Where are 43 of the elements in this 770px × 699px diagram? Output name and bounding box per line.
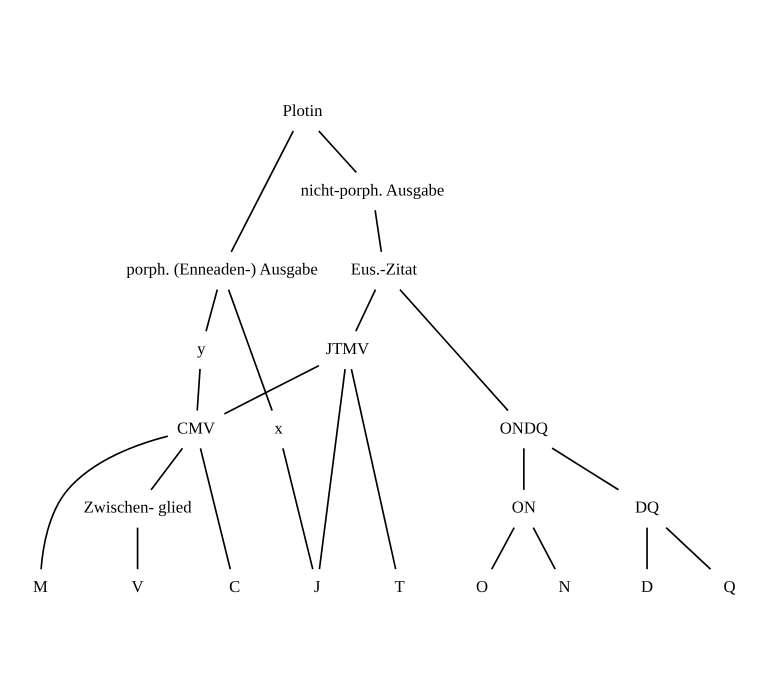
node-text: V [132,576,144,596]
connector [230,130,294,252]
connector [532,526,556,570]
node-text: JTMV [326,338,370,358]
node-text: y [197,338,206,358]
node-text: C [229,576,240,596]
connector [666,526,712,570]
node-text: DQ [634,497,660,516]
node-text: nicht-porph. Ausgabe [300,180,444,199]
connector [228,288,273,410]
node-text: M [33,576,48,596]
connector [196,368,201,410]
connector [282,448,314,569]
connector [205,288,218,331]
connector [399,288,509,411]
connector [150,447,184,490]
node-text: Plotin [282,100,322,120]
node-text: ON [512,497,536,516]
node-text: Q [723,576,736,596]
connector [523,448,525,490]
connector [318,368,346,569]
connector [200,448,232,569]
connector [224,364,320,414]
node-text: ONDQ [500,418,548,437]
node-text: J [314,576,320,596]
node-text: D [641,576,654,596]
node-text: N [558,576,571,596]
node-text: CMV [177,418,216,437]
node-text: O [476,576,488,596]
node-text: x [274,418,283,437]
node-text: porph. (Enneaden-) Ausgabe [126,259,318,278]
node-text: T [394,576,405,596]
connector [136,527,138,569]
node-text: Eus.-Zitat [350,259,418,278]
node-text: Zwischen- glied [84,497,192,516]
connector [350,368,396,569]
connector [355,288,376,331]
connector [318,130,357,172]
connector [40,434,168,569]
connector [646,527,648,569]
connector [374,210,382,252]
connector [552,446,619,490]
connector [491,526,515,570]
